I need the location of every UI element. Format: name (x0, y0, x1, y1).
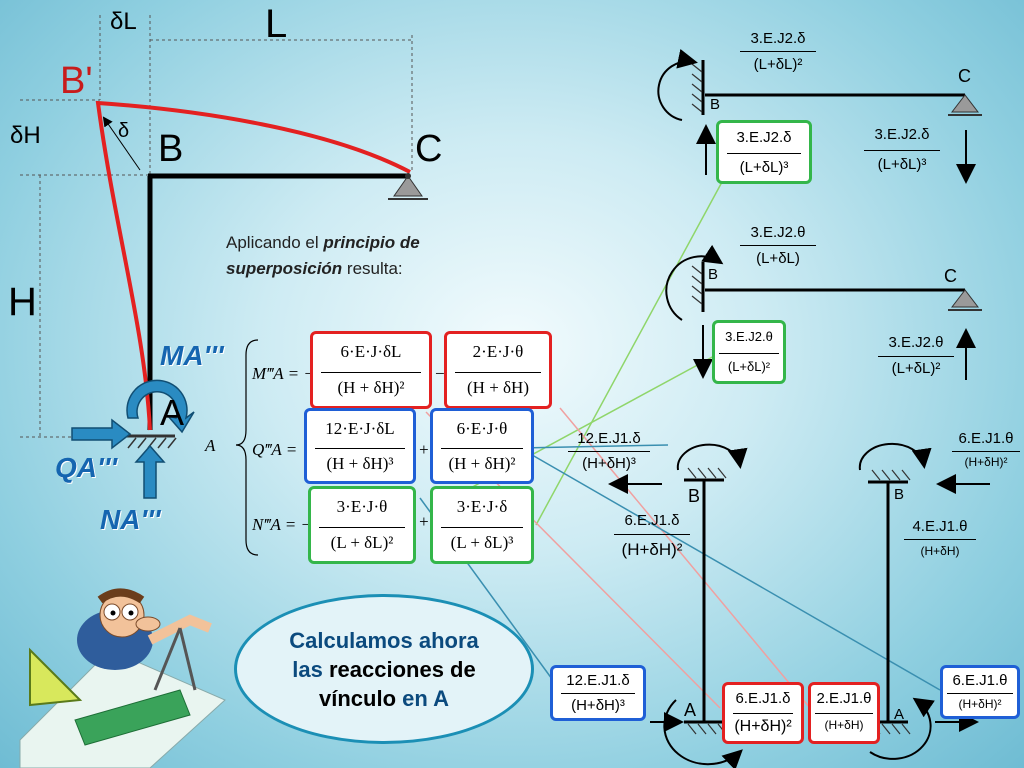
delta-label: δ (118, 120, 130, 142)
c2-mid-den: (H+δH) (920, 544, 960, 558)
NA-label: NA''' (100, 504, 161, 535)
L-label: L (265, 2, 288, 46)
b2-top-line (740, 245, 816, 246)
MA-label: MA''' (160, 340, 224, 371)
b2-right-line (878, 356, 954, 357)
b2-top-num: 3.E.J2.θ (750, 224, 806, 241)
b1-C: C (958, 66, 971, 86)
brace (235, 339, 259, 556)
b2-right-num: 3.E.J2.θ (888, 334, 944, 351)
c1-top-den: (H+δH)³ (582, 455, 636, 472)
b1-B: B (710, 96, 721, 113)
c2-mid-line (904, 539, 976, 540)
c1-B: B (688, 486, 701, 506)
b1-top-line (740, 51, 816, 52)
Bprime-label: B' (60, 60, 93, 102)
col1-structure (608, 443, 748, 768)
b2-C: C (944, 266, 957, 286)
deltaL-label: δL (110, 8, 137, 35)
reaction-arrows (71, 379, 195, 499)
beam1-structure (657, 48, 982, 184)
c1-mid-den: (H+δH)² (621, 540, 683, 559)
engineer-illustration (19, 588, 226, 768)
c2-A: A (894, 706, 905, 723)
c2-mid-num: 4.E.J1.θ (912, 518, 968, 535)
B-label: B (158, 128, 184, 170)
b1-top-num: 3.E.J2.δ (750, 30, 806, 47)
eq-Q-term1: 12·E·J·δL (H + δH)³ (304, 408, 416, 484)
c2-B: B (894, 486, 905, 503)
eq-M-lhs: M‴A = − (252, 364, 315, 383)
b2-right-den: (L+δL)² (891, 360, 941, 377)
A-label: A (160, 392, 185, 433)
deformed-frame (95, 100, 411, 431)
col2-structure (858, 442, 990, 760)
eq-N-term1: 3·E·J·θ (L + δL)² (308, 486, 416, 564)
b1-top-den: (L+δL)² (753, 56, 803, 73)
c2-top-den: (H+δH)² (964, 455, 1008, 469)
c1-A: A (684, 700, 697, 720)
c2-br-box: 6.E.J1.θ (H+δH)² (940, 665, 1020, 719)
eq-Q-term2: 6·E·J·θ (H + δH)² (430, 408, 534, 484)
c2-top-line (952, 451, 1020, 452)
deltaH-label: δH (10, 122, 41, 149)
eq-Q-op: + (418, 440, 430, 459)
c1-bl-box: 12.E.J1.δ (H+δH)³ (550, 665, 646, 721)
eq-M-term2: 2·E·J·θ (H + δH) (444, 331, 552, 409)
b1-right-num: 3.E.J2.δ (874, 126, 930, 143)
beam2-structure (665, 244, 982, 380)
b1-right-den: (L+δL)³ (877, 156, 927, 173)
eq-M-op: − (434, 364, 446, 383)
support-c (388, 173, 428, 200)
eq-N-lhs: N‴A = − (252, 515, 312, 534)
eq-N-term2: 3·E·J·δ (L + δL)³ (430, 486, 534, 564)
support-a (125, 434, 177, 449)
QA-label: QA''' (55, 452, 117, 483)
b1-right-line (864, 150, 940, 151)
b2-left-box: 3.E.J2.θ (L+δL)² (712, 320, 786, 384)
eq-A-label: A (205, 436, 216, 455)
delta-arrow (102, 116, 141, 171)
c2-bm-box: 2.E.J1.θ (H+δH) (808, 682, 880, 744)
connectors (419, 181, 941, 709)
c1-mid-line (614, 534, 690, 535)
b1-left-box: 3.E.J2.δ (L+δL)³ (716, 120, 812, 184)
caption: Aplicando el principio de superposición … (226, 233, 420, 278)
b2-B: B (708, 266, 719, 283)
C-label: C (415, 128, 443, 170)
c1-mid-num: 6.E.J1.δ (624, 512, 680, 529)
c2-top-num: 6.E.J1.θ (958, 430, 1014, 447)
speech-bubble: Calculamos ahora las reacciones de víncu… (234, 594, 534, 744)
c1-bm-box: 6.E.J1.δ (H+δH)² (722, 682, 804, 744)
H-label: H (8, 280, 37, 324)
c1-top-num: 12.E.J1.δ (577, 430, 641, 447)
eq-Q-lhs: Q‴A = (252, 440, 298, 459)
eq-M-term1: 6·E·J·δL (H + δH)² (310, 331, 432, 409)
c1-top-line (568, 451, 650, 452)
eq-N-op: + (418, 512, 430, 531)
b2-top-den: (L+δL) (756, 250, 800, 267)
